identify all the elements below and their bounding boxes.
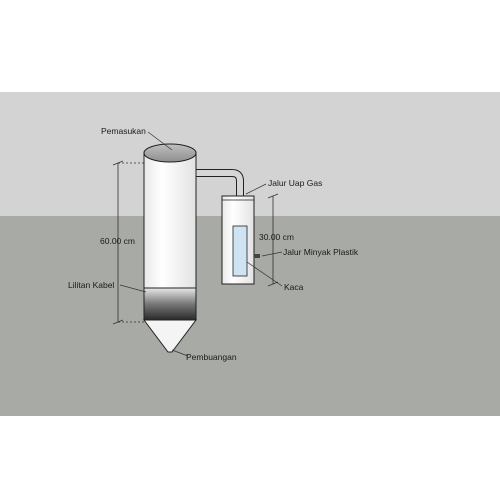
leader-inlet [147, 131, 173, 151]
glass-window [232, 225, 248, 277]
label-glass: Kaca [284, 282, 304, 292]
reactor-vessel [143, 143, 197, 353]
dimension-main [112, 160, 144, 325]
label-height-main: 60.00 cm [100, 236, 135, 246]
leader-vapor [245, 183, 267, 195]
coil-wrap [143, 287, 197, 321]
inlet-dome [143, 143, 197, 163]
dimension-condenser [267, 193, 279, 287]
outlet-cone [143, 319, 197, 353]
label-height-condenser: 30.00 cm [259, 232, 294, 242]
leader-coil [119, 284, 147, 293]
leader-glass [246, 261, 283, 287]
label-inlet: Pemasukan [101, 126, 146, 136]
leader-outlet [171, 349, 189, 357]
label-vapor-line: Jalur Uap Gas [268, 178, 322, 188]
label-coil: Lilitan Kabel [68, 280, 114, 290]
condenser [221, 195, 260, 285]
label-oil-line: Jalur Minyak Plastik [283, 247, 359, 257]
oil-outlet [254, 254, 260, 258]
leader-oil [261, 251, 283, 257]
label-outlet: Pembuangan [186, 352, 237, 362]
sky-band [0, 92, 500, 216]
